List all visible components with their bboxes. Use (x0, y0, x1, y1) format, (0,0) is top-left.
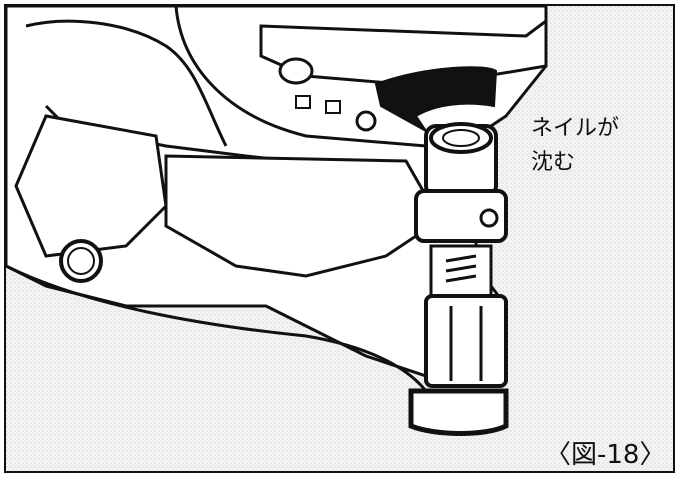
adjuster-top-inner (442, 129, 480, 147)
nose-lines (449, 306, 483, 381)
threads (445, 254, 477, 283)
adjuster-collar (414, 189, 508, 243)
nose-body (424, 294, 508, 388)
slot-2 (325, 100, 341, 114)
bottom-edge (6, 264, 428, 392)
annotation-text: ネイルが 沈む (531, 112, 621, 180)
nailer-illustration (6, 6, 673, 471)
collar-screw (479, 208, 499, 228)
thread-zone (429, 244, 493, 298)
slot-1 (295, 95, 311, 109)
nose-tip (408, 388, 509, 436)
annotation-line-2: 沈む (531, 150, 576, 175)
left-contour (25, 19, 228, 147)
figure-frame: ネイルが 沈む 〈図-18〉 (4, 4, 675, 473)
small-screw (355, 110, 377, 132)
upper-housing (174, 6, 427, 148)
annotation-line-1: ネイルが (531, 116, 620, 141)
rotation-arrow-icon (374, 66, 498, 132)
top-knob (278, 57, 314, 85)
guide-plate (164, 154, 428, 278)
figure-label: 〈図-18〉 (545, 440, 666, 470)
side-bolt-inner (67, 247, 95, 275)
